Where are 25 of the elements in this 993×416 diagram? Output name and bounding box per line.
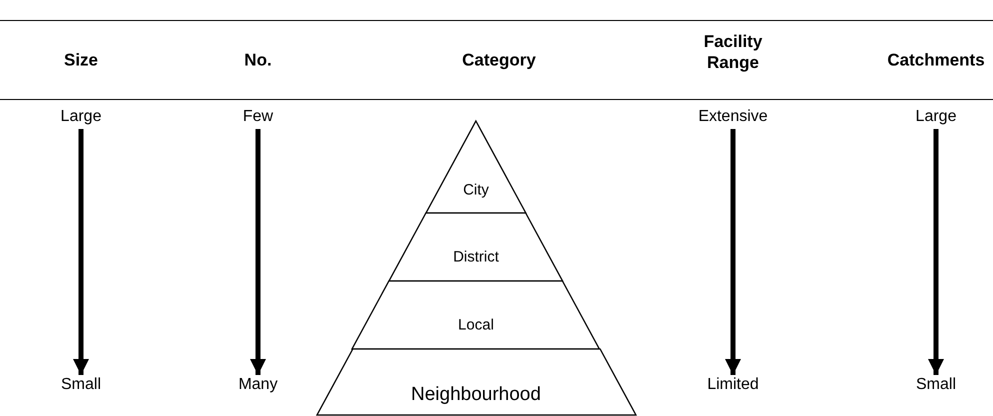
scale-label: Extensive <box>698 108 768 126</box>
scale-label: Many <box>238 376 278 394</box>
scale-label: Small <box>61 376 101 394</box>
arrow <box>928 129 944 375</box>
pyramid-tier <box>426 121 526 213</box>
tier-label: City <box>462 182 490 198</box>
scale-label: Large <box>60 108 102 126</box>
arrow <box>73 129 89 375</box>
pyramid-tier <box>352 281 600 349</box>
pyramid-tier <box>389 213 563 281</box>
scale-label: Few <box>242 108 274 126</box>
column-header: Category <box>461 50 537 70</box>
tier-label: Neighbourhood <box>410 384 542 406</box>
tier-label: Local <box>457 316 495 334</box>
column-header: Size <box>62 50 100 70</box>
pyramid-tier <box>316 349 636 415</box>
column-header: Catchments <box>886 50 986 70</box>
arrow <box>725 129 741 375</box>
column-header: Facility Range <box>702 31 764 73</box>
scale-label: Small <box>916 376 956 394</box>
column-header: No. <box>243 50 273 70</box>
scale-label: Limited <box>707 376 759 394</box>
arrow <box>250 129 266 375</box>
tier-label: District <box>452 248 500 266</box>
scale-label: Large <box>916 108 956 126</box>
